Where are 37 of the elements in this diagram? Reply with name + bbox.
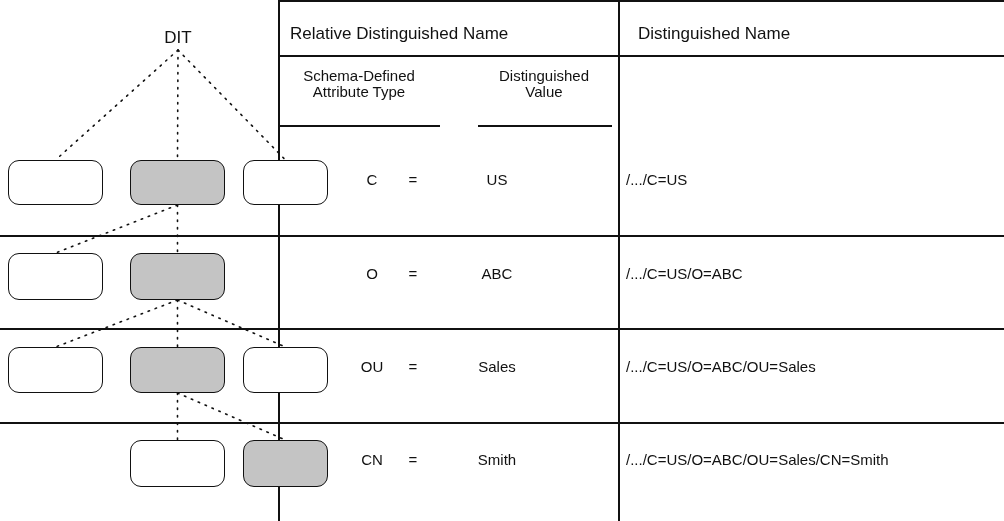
dotted-connector	[176, 392, 179, 441]
shaded-entry-box	[130, 253, 225, 300]
table-cell-text: CN	[361, 452, 383, 468]
entry-box	[8, 347, 103, 393]
table-cell-text: ABC	[481, 266, 513, 282]
dotted-connector	[177, 49, 287, 161]
entry-box	[130, 440, 225, 487]
table-cell-text: Sales	[478, 359, 516, 375]
column-header: Relative Distinguished Name	[290, 25, 509, 43]
entry-box	[243, 160, 328, 205]
table-cell-text: =	[408, 172, 418, 188]
shaded-entry-box	[130, 160, 225, 205]
table-cell-text: Smith	[477, 452, 517, 468]
table-cell-text: /.../C=US/O=ABC/OU=Sales/CN=Smith	[626, 452, 889, 468]
shaded-entry-box	[130, 347, 225, 393]
table-cell-text: O	[366, 266, 378, 282]
table-cell-text: =	[408, 266, 418, 282]
entry-box	[8, 253, 103, 300]
column-header: Distinguished Name	[638, 25, 791, 43]
shaded-entry-box	[243, 440, 328, 487]
table-cell-text: /.../C=US/O=ABC/OU=Sales	[626, 359, 816, 375]
entry-box	[8, 160, 103, 205]
table-cell-text: C	[366, 172, 378, 188]
dotted-connector	[54, 299, 179, 348]
dotted-connector	[176, 299, 179, 348]
column-header: Distinguished Value	[497, 68, 591, 100]
table-cell-text: =	[408, 452, 418, 468]
table-cell-text: US	[486, 172, 508, 188]
entry-box	[243, 347, 328, 393]
dotted-connector	[54, 204, 179, 254]
table-cell-text: /.../C=US/O=ABC	[626, 266, 743, 282]
table-cell-text: OU	[360, 359, 384, 375]
table-cell-text: /.../C=US	[626, 172, 688, 188]
tree-label: DIT	[164, 28, 192, 48]
dotted-connector	[176, 204, 179, 254]
column-header: Schema-Defined Attribute Type	[302, 68, 416, 100]
table-cell-text: =	[408, 359, 418, 375]
